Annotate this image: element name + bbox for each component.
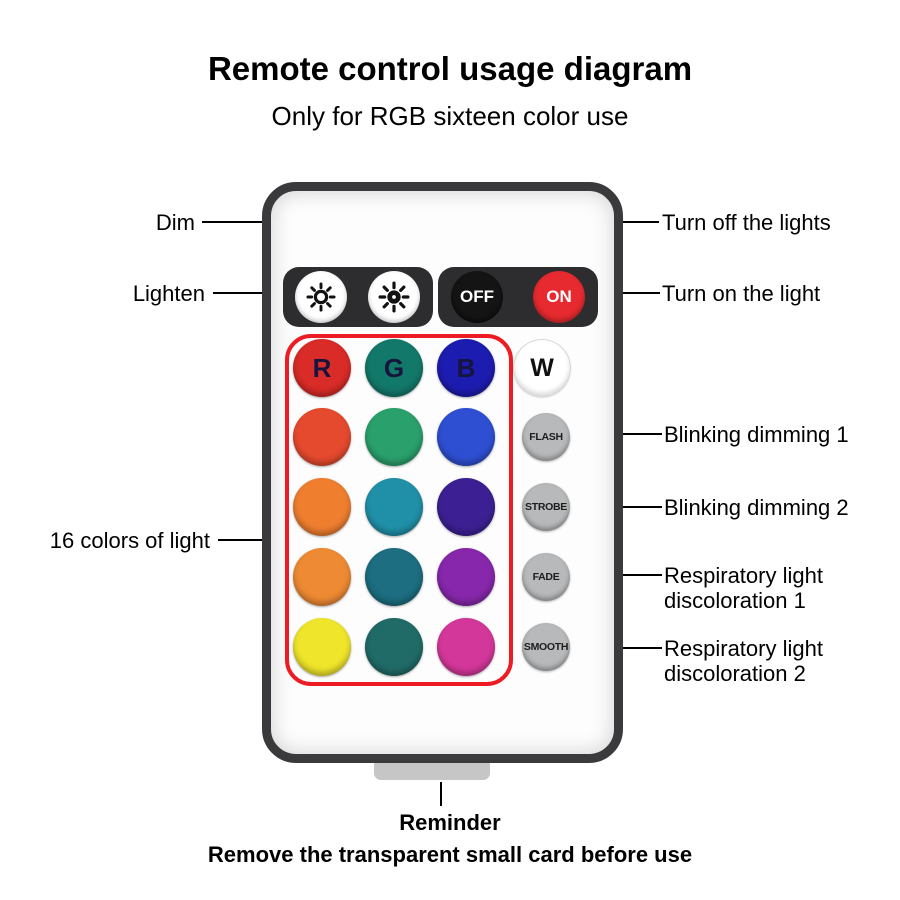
blinking-dimming-1-label: Blinking dimming 1 [664,422,849,447]
color-button-r2c1[interactable] [293,408,351,466]
reminder-title: Reminder [399,810,501,835]
lighten-callout-line [213,292,281,294]
lighten-sun-icon [378,281,410,313]
respiratory-2-label-line1: Respiratory light [664,636,823,661]
blinking-dimming-2-line [596,506,662,508]
respiratory-2-label: Respiratory light discoloration 2 [664,636,823,686]
color-button-r5c2[interactable] [365,618,423,676]
respiratory-2-line [596,647,662,649]
respiratory-1-label: Respiratory light discoloration 1 [664,563,823,613]
turn-on-callout-line [598,292,660,294]
page-subtitle: Only for RGB sixteen color use [271,101,629,131]
sixteen-colors-line [218,539,284,541]
color-button-r1c1[interactable]: R [293,339,351,397]
lighten-label: Lighten [132,281,205,306]
fade-button[interactable]: FADE [522,553,570,601]
color-button-r3c2[interactable] [365,478,423,536]
color-button-r1c3[interactable]: B [437,339,495,397]
respiratory-1-label-line2: discoloration 1 [664,588,806,613]
respiratory-1-label-line1: Respiratory light [664,563,823,588]
color-button-r1c2[interactable]: G [365,339,423,397]
color-button-r2c2[interactable] [365,408,423,466]
lighten-button[interactable] [368,271,420,323]
color-button-r5c1[interactable] [293,618,351,676]
color-button-r5c3[interactable] [437,618,495,676]
strobe-button[interactable]: STROBE [522,483,570,531]
blinking-dimming-1-line [594,433,662,435]
smooth-button[interactable]: SMOOTH [522,623,570,671]
sixteen-color-outline [285,334,513,686]
reminder-text: Remove the transparent small card before… [207,842,693,867]
page-title: Remote control usage diagram [207,50,693,87]
blinking-dimming-2-label: Blinking dimming 2 [664,495,849,520]
color-button-r4c2[interactable] [365,548,423,606]
color-button-r3c3[interactable] [437,478,495,536]
respiratory-1-line [594,574,662,576]
dim-button[interactable] [295,271,347,323]
respiratory-2-label-line2: discoloration 2 [664,661,806,686]
color-button-r4c3[interactable] [437,548,495,606]
off-button[interactable]: OFF [451,271,503,323]
color-button-r3c1[interactable] [293,478,351,536]
sixteen-colors-label: 16 colors of light [49,528,210,553]
color-button-r4c1[interactable] [293,548,351,606]
flash-button[interactable]: FLASH [522,413,570,461]
color-button-r2c3[interactable] [437,408,495,466]
dim-label: Dim [155,210,195,235]
white-button[interactable]: W [514,340,570,396]
turn-on-label: Turn on the light [662,281,821,306]
reminder-line [440,782,442,806]
on-button[interactable]: ON [533,271,585,323]
turn-off-label: Turn off the lights [662,210,831,235]
dim-sun-icon [305,281,337,313]
